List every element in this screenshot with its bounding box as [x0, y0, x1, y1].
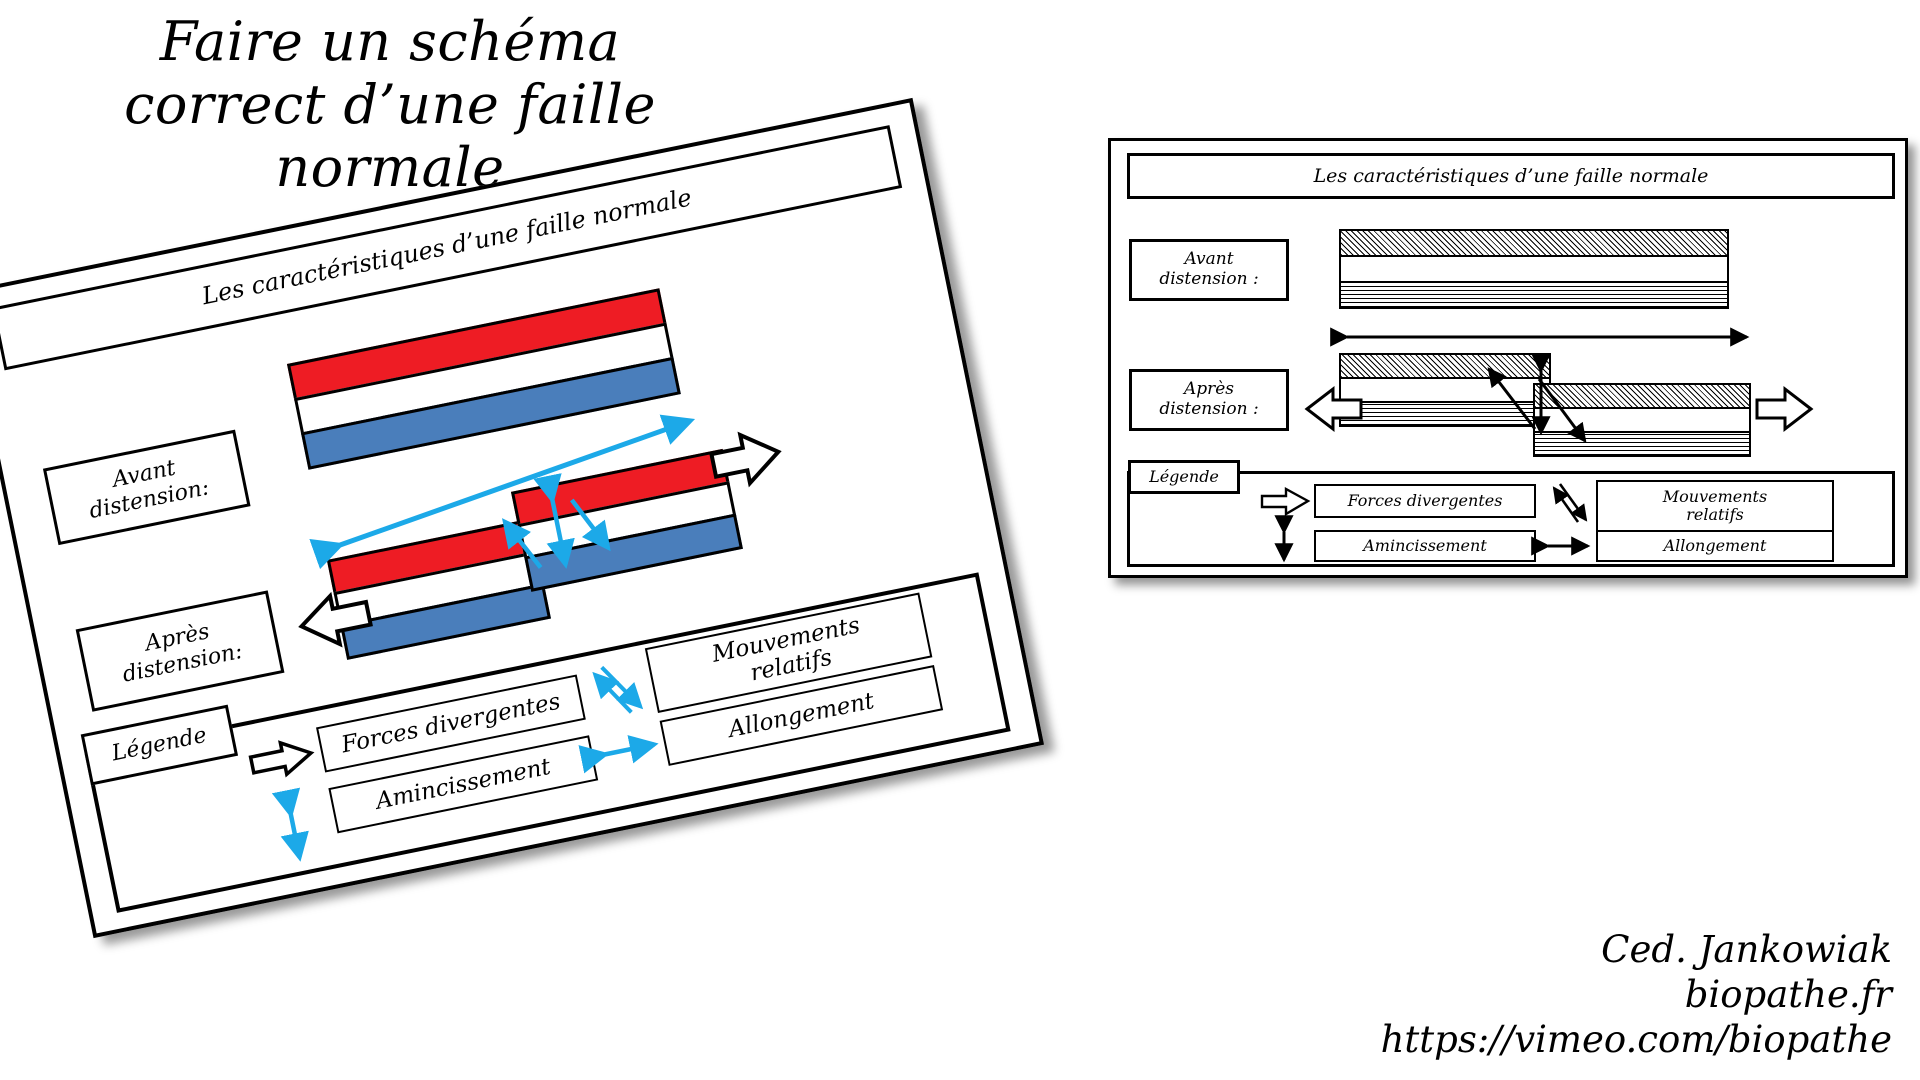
- color-after-distension-label: Après distension:: [75, 590, 285, 712]
- page-title: Faire un schéma correct d’une faille nor…: [70, 10, 710, 200]
- bw-legend-oblique-down-icon: [1558, 483, 1588, 522]
- bw-hangingwall-block: [1533, 383, 1751, 465]
- bw-panel-title: Les caractéristiques d’une faille normal…: [1127, 153, 1895, 199]
- color-before-distension-label: Avant distension:: [42, 429, 251, 546]
- bw-before-distension-label: Avant distension :: [1129, 239, 1289, 301]
- bw-legend-mouvements-line2: relatifs: [1686, 505, 1744, 524]
- bw-hw-layer-top-hatch: [1533, 383, 1751, 409]
- credits: Ced. Jankowiak biopathe.fr https://vimeo…: [1381, 927, 1892, 1062]
- bw-fw-layer-top-hatch: [1339, 353, 1551, 379]
- color-footwall-block: [326, 518, 553, 667]
- bw-fw-layer-middle-white: [1339, 377, 1551, 403]
- bw-divergent-arrow-right: [1755, 385, 1814, 433]
- bw-legend-item-allongement: Allongement: [1596, 530, 1834, 562]
- color-legend-oblique-down-icon: [600, 665, 644, 710]
- bw-legend-item-forces: Forces divergentes: [1314, 484, 1536, 518]
- bw-after-distension-label: Après distension :: [1129, 369, 1289, 431]
- bw-layer-bottom-grid: [1339, 281, 1729, 309]
- bw-hw-layer-middle-white: [1533, 407, 1751, 433]
- bw-before-distension-text: Avant distension :: [1159, 249, 1259, 289]
- bw-panel-inner: Les caractéristiques d’une faille normal…: [1111, 141, 1905, 575]
- color-legend-heading: Légende: [80, 704, 239, 786]
- color-diagram-panel: Les caractéristiques d’une faille normal…: [0, 97, 1045, 939]
- color-hangingwall-block: [510, 448, 745, 600]
- bw-hw-layer-bottom-grid: [1533, 431, 1751, 457]
- color-strata-before: [286, 288, 682, 474]
- credits-site: biopathe.fr: [1684, 972, 1892, 1016]
- bw-legend-open-arrow-icon: [1260, 486, 1311, 517]
- page-title-line-1: Faire un schéma: [159, 10, 621, 73]
- bw-fw-layer-bottom-grid: [1339, 401, 1551, 427]
- credits-author: Ced. Jankowiak: [1601, 927, 1892, 971]
- bw-after-distension-text: Après distension :: [1159, 379, 1259, 419]
- bw-footwall-block: [1339, 353, 1551, 435]
- color-legend-horizontal-arrow-icon: [578, 735, 659, 774]
- bw-legend-heading: Légende: [1128, 460, 1240, 494]
- bw-legend-mouvements-line1: Mouvements: [1662, 486, 1768, 506]
- color-diagram-panel-wrapper: Les caractéristiques d’une faille normal…: [0, 97, 1045, 939]
- color-after-distension-text: Après distension:: [120, 619, 245, 688]
- color-legend-oblique-up-icon: [592, 671, 633, 714]
- credits-video-url: https://vimeo.com/biopathe: [1380, 1017, 1892, 1061]
- bw-layer-middle-white: [1339, 255, 1729, 283]
- bw-legend-box: Légende Forces divergentes Mouvements re…: [1127, 460, 1895, 567]
- color-legend-open-arrow-icon: [248, 740, 315, 778]
- color-legend-vertical-arrow-icon: [271, 787, 309, 862]
- bw-legend-item-mouvements: Mouvements relatifs: [1596, 480, 1834, 532]
- page-title-line-2: correct d’une faille: [124, 73, 656, 137]
- bw-legend-item-amincissement: Amincissement: [1314, 530, 1536, 562]
- bw-strata-before: [1339, 229, 1729, 311]
- bw-legend-oblique-up-icon: [1552, 486, 1580, 523]
- bw-diagram-panel: Les caractéristiques d’une faille normal…: [1108, 138, 1908, 578]
- bw-layer-top-hatch: [1339, 229, 1729, 257]
- color-before-distension-text: Avant distension:: [87, 456, 212, 525]
